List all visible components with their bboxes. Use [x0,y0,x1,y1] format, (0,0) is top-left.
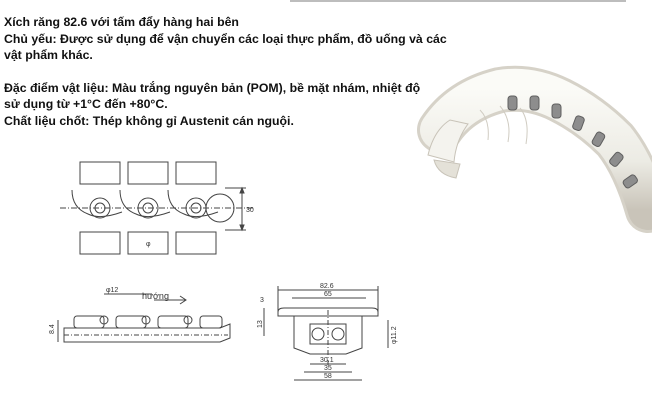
top-divider-line [290,0,626,2]
chain-links-photo [417,65,652,233]
usage-line-1: Chủ yếu: Được sử dụng để vận chuyển các … [4,31,447,46]
section-dim-35: 35 [324,365,332,372]
section-dim-11-2: φ11.2 [391,326,398,344]
section-dim-82-6: 82.6 [320,283,334,290]
top-view-width-label: 30 [246,207,254,214]
side-view-pin-label: φ12 [106,287,118,294]
section-dim-65: 65 [324,291,332,298]
section-dim-30-1: 30.1 [320,357,334,364]
section-dim-58: 58 [324,373,332,380]
chain-pins-photo [507,95,638,189]
chain-plate-edges-photo [479,105,528,145]
spec-text-block: Xích răng 82.6 với tấm đẩy hàng hai bên … [4,14,447,129]
product-title: Xích răng 82.6 với tấm đẩy hàng hai bên [4,15,239,29]
side-view-height-label: 8.4 [49,324,56,334]
section-dim-3: 3 [260,297,264,304]
section-view-drawing: 82.6 65 3 13 φ11.2 30.1 35 58 [257,283,398,381]
usage-line-2: vật phẩm khác. [4,48,93,62]
material-line-1: Đặc điểm vật liệu: Màu trắng nguyên bản … [4,80,421,95]
top-view-pitch-label: φ [146,241,151,248]
top-view-drawing: 30 φ [60,161,255,255]
section-dim-13: 13 [257,320,264,328]
chain-product-photo [417,65,652,233]
side-view-drawing: φ12 hướng 8.4 [49,287,231,343]
direction-label: hướng [142,291,169,301]
material-line-2: sử dụng từ +1°C đến +80°C. [4,97,168,111]
pin-material-line: Chất liệu chốt: Thép không gỉ Austenit c… [4,113,294,128]
